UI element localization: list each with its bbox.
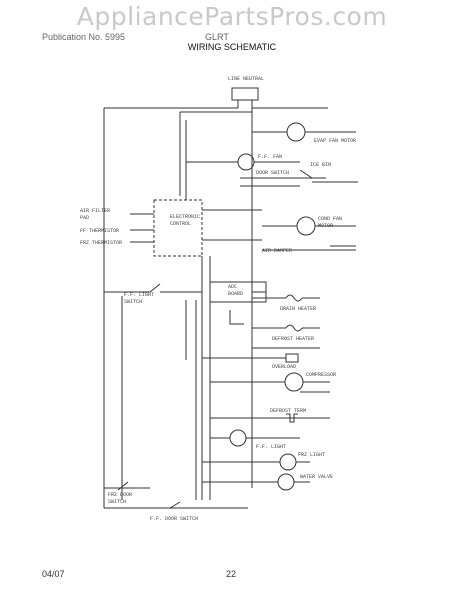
evaporator-fan-motor <box>286 122 306 142</box>
ff-door-switch-label: F.F. DOOR SWITCH <box>150 516 198 522</box>
compressor <box>284 372 304 392</box>
page-title: WIRING SCHEMATIC <box>187 42 277 52</box>
power-cord-plug <box>231 87 259 101</box>
fz-thermistor-label: FRZ THERMISTOR <box>80 240 122 246</box>
ff-door-switch <box>169 501 181 509</box>
light-switch-label: F.F. LIGHT <box>124 292 154 298</box>
door-switch-label: DOOR SWITCH <box>256 170 289 176</box>
publication-number: Publication No. 5995 <box>42 32 126 42</box>
overload <box>285 353 299 363</box>
frz-door-switch-label-line-2: SWITCH <box>108 499 126 505</box>
frz-door-switch-label: FRZ DOOR <box>108 492 132 498</box>
air-damper-label: AIR DAMPER <box>262 248 292 254</box>
adc-board-label: ADC <box>228 284 237 290</box>
electronic-control-board <box>153 199 203 257</box>
defrost-heater-label: DEFROST HEATER <box>272 336 314 342</box>
light-switch <box>149 283 161 293</box>
ff-thermistor-label: FF THERMISTOR <box>80 228 119 234</box>
compressor-label: COMPRESSOR <box>306 372 336 378</box>
crisper-light-bulb <box>277 473 295 491</box>
air-filter-label-line-2: PAD <box>80 215 89 221</box>
condenser-fan-label: COND FAN <box>318 216 342 222</box>
overload-label: OVERLOAD <box>272 364 296 370</box>
evaporator-fan-label: EVAP FAN MOTOR <box>314 138 356 144</box>
drain-heater-label: DRAIN HEATER <box>280 306 316 312</box>
ff-light-label: F.F. LIGHT <box>256 444 286 450</box>
fz-light-bulb <box>279 453 297 471</box>
electronic-control-label: ELECTRONIC <box>170 214 200 220</box>
fz-light-label: FRZ LIGHT <box>298 452 325 458</box>
water-valve-label: WATER VALVE <box>300 474 333 480</box>
defrost-term-label: DEFROST TERM <box>270 408 306 414</box>
condenser-fan-motor <box>296 216 316 236</box>
drain-heater <box>285 294 303 302</box>
footer-date: 04/07 <box>42 569 65 579</box>
electronic-control-label-line-2: CONTROL <box>170 221 191 227</box>
fresh-food-fan-label: F.F. FAN <box>258 154 282 160</box>
page-number: 22 <box>226 569 237 579</box>
door-switch <box>299 169 313 179</box>
light-switch-label-line-2: SWITCH <box>124 299 142 305</box>
model-reference: GLRT <box>205 32 229 42</box>
adc-board-label-line-2: BOARD <box>228 291 243 297</box>
defrost-heater <box>285 324 303 332</box>
ff-light-bulb <box>229 429 247 447</box>
air-filter-label: AIR FILTER <box>80 208 110 214</box>
frz-door-switch <box>117 481 129 491</box>
condenser-fan-label-line-2: MOTOR <box>318 223 333 229</box>
power-cord-label: LINE NEUTRAL <box>228 76 264 82</box>
watermark-text: AppliancePartsPros.com <box>76 2 388 31</box>
defrost-terminator <box>286 413 298 423</box>
ice-bin-label: ICE BIN <box>310 162 331 168</box>
